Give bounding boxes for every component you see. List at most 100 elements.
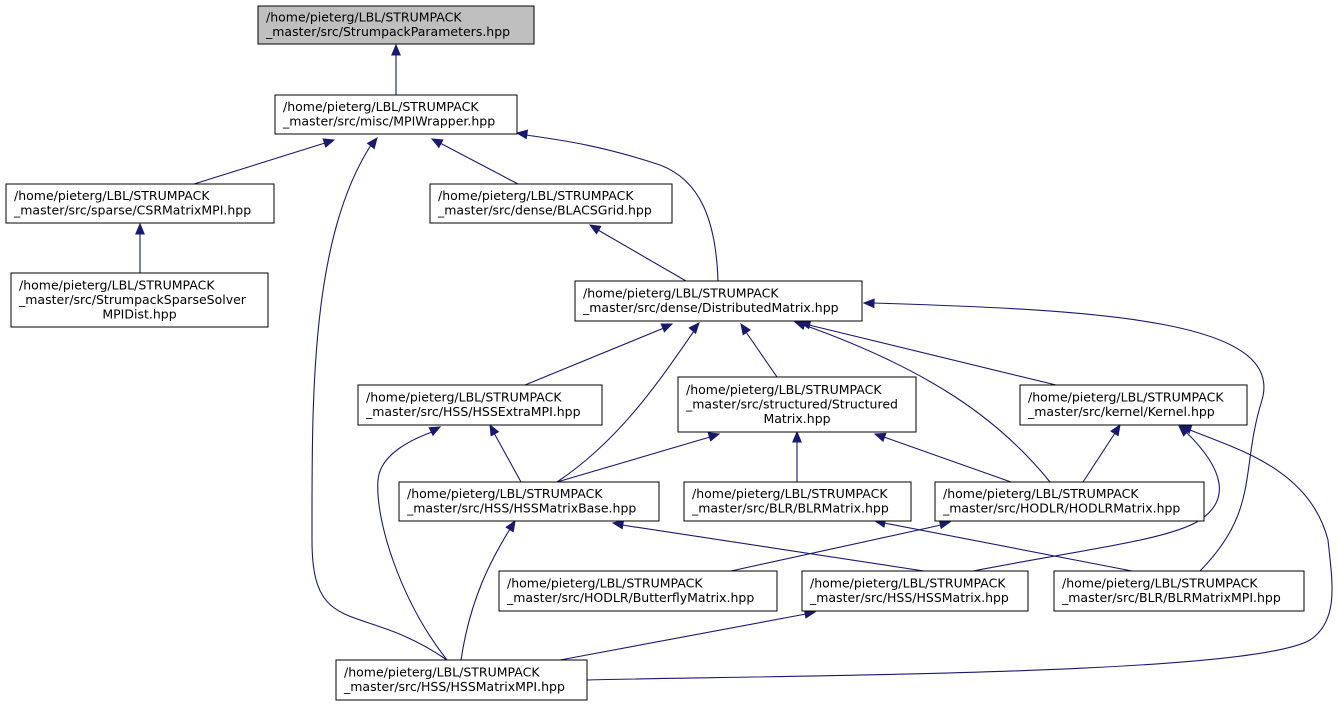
edge-HSSMatrixMPI-to-HSSExtraMPI: [377, 426, 448, 661]
node-label-line: _master/src/HSS/HSSMatrixBase.hpp: [406, 501, 636, 516]
node-label-line: /home/pieterg/LBL/STRUMPACK: [583, 286, 779, 301]
node-HSSMatrixBase[interactable]: /home/pieterg/LBL/STRUMPACK_master/src/H…: [398, 481, 660, 522]
edges-layer: [135, 43, 1333, 681]
edge-HSSMatrixBase-to-DistributedMatrix: [556, 322, 700, 483]
node-label-line: /home/pieterg/LBL/STRUMPACK: [283, 99, 479, 114]
arrowhead-icon: [489, 423, 500, 437]
node-box[interactable]: [934, 481, 1205, 522]
edge-HSSMatrixMPI-to-HSSMatrix: [559, 609, 817, 661]
node-label-line: /home/pieterg/LBL/STRUMPACK: [438, 188, 634, 203]
edge-line: [439, 142, 519, 185]
node-box[interactable]: [498, 570, 778, 612]
arrowhead-icon: [688, 322, 700, 335]
node-BLACSGrid[interactable]: /home/pieterg/LBL/STRUMPACK_master/src/d…: [429, 183, 673, 224]
edge-line: [872, 302, 1265, 572]
edge-line: [803, 324, 1051, 483]
edge-DistributedMatrix-to-BLACSGrid: [588, 224, 687, 282]
node-label-line: _master/src/HSS/HSSMatrix.hpp: [809, 590, 1009, 605]
edge-line: [525, 134, 719, 282]
node-Kernel[interactable]: /home/pieterg/LBL/STRUMPACK_master/src/k…: [1019, 384, 1248, 426]
node-label-line: _master/src/HSS/HSSExtraMPI.hpp: [365, 404, 581, 419]
edge-HODLRMatrix-to-Kernel: [1082, 423, 1121, 483]
edge-HSSMatrix-to-HSSMatrixBase: [611, 519, 925, 572]
edge-StrumpackSparseSolverMPIDist-to-CSRMatrixMPI: [135, 222, 145, 273]
edge-line: [193, 142, 326, 185]
node-HODLRMatrix[interactable]: /home/pieterg/LBL/STRUMPACK_master/src/H…: [934, 481, 1205, 522]
node-HSSMatrix[interactable]: /home/pieterg/LBL/STRUMPACK_master/src/H…: [801, 570, 1029, 612]
node-label-line: /home/pieterg/LBL/STRUMPACK: [19, 277, 215, 292]
arrowhead-icon: [366, 136, 378, 150]
edge-line: [808, 324, 1057, 386]
edge-HSSMatrixMPI-to-MPIWrapper: [311, 136, 448, 661]
edge-BLACSGrid-to-MPIWrapper: [430, 138, 519, 185]
node-label-line: /home/pieterg/LBL/STRUMPACK: [507, 576, 703, 591]
node-box[interactable]: [429, 183, 673, 224]
node-StrumpackSparseSolverMPIDist[interactable]: /home/pieterg/LBL/STRUMPACK_master/src/S…: [10, 272, 269, 328]
arrowhead-icon: [611, 519, 625, 530]
arrowhead-icon: [792, 430, 802, 443]
node-box[interactable]: [683, 481, 912, 522]
node-box[interactable]: [274, 94, 518, 135]
arrowhead-icon: [391, 43, 401, 56]
edge-line: [883, 522, 1133, 572]
node-BLRMatrix[interactable]: /home/pieterg/LBL/STRUMPACK_master/src/B…: [683, 481, 912, 522]
node-CSRMatrixMPI[interactable]: /home/pieterg/LBL/STRUMPACK_master/src/s…: [5, 183, 275, 224]
node-label-line: _master/src/BLR/BLRMatrixMPI.hpp: [1061, 590, 1281, 605]
edge-HSSMatrixBase-to-StructuredMatrix: [556, 432, 721, 483]
edge-HODLRMatrix-to-StructuredMatrix: [873, 432, 1012, 483]
node-box[interactable]: [257, 5, 535, 45]
arrowhead-icon: [873, 432, 887, 443]
node-label-line: _master/src/HODLR/HODLRMatrix.hpp: [942, 501, 1180, 516]
edge-line: [745, 331, 778, 378]
node-StructuredMatrix[interactable]: /home/pieterg/LBL/STRUMPACK_master/src/s…: [677, 376, 917, 433]
node-box[interactable]: [10, 272, 269, 328]
node-box[interactable]: [357, 384, 603, 426]
node-box[interactable]: [574, 280, 863, 322]
edge-line: [311, 144, 448, 661]
node-StrumpackParameters[interactable]: /home/pieterg/LBL/STRUMPACK_master/src/S…: [257, 5, 535, 45]
edge-line: [559, 613, 807, 661]
node-DistributedMatrix[interactable]: /home/pieterg/LBL/STRUMPACK_master/src/d…: [574, 280, 863, 322]
edge-MPIWrapper-to-StrumpackParameters: [391, 43, 401, 95]
arrowhead-icon: [505, 519, 516, 533]
node-label-line: _master/src/StrumpackParameters.hpp: [265, 24, 510, 39]
arrowhead-icon: [322, 138, 336, 148]
edge-line: [586, 429, 1333, 681]
node-HSSExtraMPI[interactable]: /home/pieterg/LBL/STRUMPACK_master/src/H…: [357, 384, 603, 426]
edge-line: [524, 327, 665, 386]
node-label-line: /home/pieterg/LBL/STRUMPACK: [1062, 576, 1258, 591]
edge-ButterflyMatrix-to-HODLRMatrix: [730, 519, 952, 572]
node-label-line: /home/pieterg/LBL/STRUMPACK: [344, 665, 540, 680]
arrowhead-icon: [1179, 424, 1193, 434]
node-HSSMatrixMPI[interactable]: /home/pieterg/LBL/STRUMPACK_master/src/H…: [335, 659, 588, 701]
node-label-line: /home/pieterg/LBL/STRUMPACK: [1028, 390, 1224, 405]
node-label-line: /home/pieterg/LBL/STRUMPACK: [266, 10, 462, 25]
arrowhead-icon: [660, 323, 674, 333]
edge-CSRMatrixMPI-to-MPIWrapper: [193, 138, 336, 185]
arrowhead-icon: [588, 224, 602, 235]
node-box[interactable]: [1053, 570, 1305, 612]
node-box[interactable]: [5, 183, 275, 224]
node-box[interactable]: [801, 570, 1029, 612]
edge-line: [597, 229, 687, 282]
node-MPIWrapper[interactable]: /home/pieterg/LBL/STRUMPACK_master/src/m…: [274, 94, 518, 135]
node-box[interactable]: [335, 659, 588, 701]
arrowhead-icon: [428, 426, 442, 437]
edge-line: [556, 436, 711, 483]
arrowhead-icon: [515, 129, 529, 140]
node-box[interactable]: [677, 376, 917, 433]
node-label-line: _master/src/sparse/CSRMatrixMPI.hpp: [13, 203, 251, 218]
edge-Kernel-to-DistributedMatrix: [798, 319, 1057, 386]
node-label-line: _master/src/HSS/HSSMatrixMPI.hpp: [343, 679, 565, 694]
node-box[interactable]: [398, 481, 660, 522]
node-BLRMatrixMPI[interactable]: /home/pieterg/LBL/STRUMPACK_master/src/B…: [1053, 570, 1305, 612]
node-label-line: _master/src/dense/BLACSGrid.hpp: [437, 203, 652, 218]
node-box[interactable]: [1019, 384, 1248, 426]
node-label-line: _master/src/StrumpackSparseSolver: [18, 292, 247, 307]
edge-line: [377, 431, 448, 661]
node-label-line: _master/src/kernel/Kernel.hpp: [1027, 404, 1215, 419]
node-ButterflyMatrix[interactable]: /home/pieterg/LBL/STRUMPACK_master/src/H…: [498, 570, 778, 612]
node-label-line: MPIDist.hpp: [102, 306, 176, 321]
arrowhead-icon: [135, 222, 145, 235]
